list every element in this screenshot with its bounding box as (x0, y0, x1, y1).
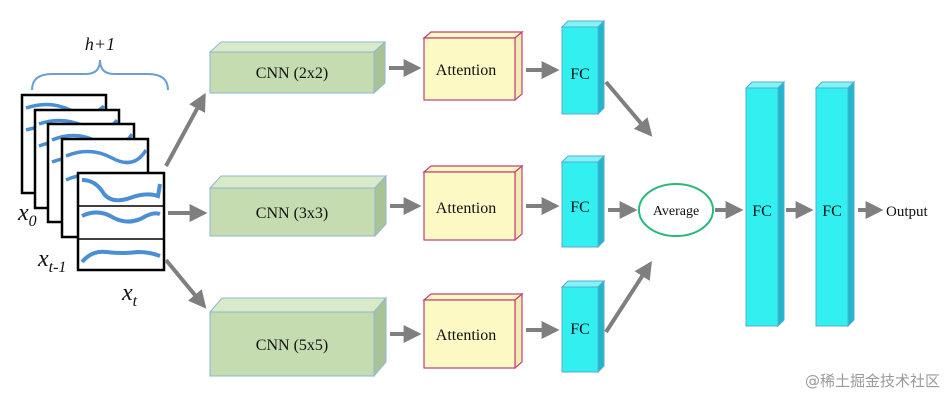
attention-label: Attention (436, 200, 496, 217)
cnn-label: CNN (5x5) (256, 337, 328, 354)
brace-label: h+1 (85, 34, 115, 54)
attention-label: Attention (436, 327, 496, 344)
attention-to-fc-arrows (526, 61, 560, 339)
cnn-label: CNN (2x2) (256, 65, 328, 82)
cnn-block-3x3: CNN (3x3) (208, 174, 388, 238)
label-xt-1: xt-1 (37, 246, 66, 276)
fc-block-branch-1: FC (560, 19, 606, 116)
fc-label: FC (822, 203, 842, 220)
fc-label: FC (570, 66, 590, 83)
fc-label: FC (570, 321, 590, 338)
cnn-to-attention-arrows (389, 59, 422, 343)
label-x0: x0 (17, 200, 37, 230)
fc-block-head-1: FC (744, 80, 786, 328)
fc-block-branch-3: FC (560, 279, 606, 374)
input-window-stack: h+1 (17, 34, 169, 310)
input-frame-front (76, 171, 166, 272)
brace (31, 59, 169, 91)
output-label: Output (886, 204, 929, 220)
cnn-block-5x5: CNN (5x5) (208, 296, 388, 378)
cnn-label: CNN (3x3) (256, 205, 328, 222)
watermark: @稀土掘金技术社区 (805, 372, 940, 390)
fc-block-branch-2: FC (560, 154, 606, 249)
fc-label: FC (752, 203, 772, 220)
attention-block-1: Attention (422, 30, 524, 102)
arrow-to-cnn-5x5 (164, 258, 207, 309)
stack-arrows (164, 92, 208, 309)
arrow (604, 80, 653, 137)
attention-block-2: Attention (422, 164, 524, 242)
fc-block-head-2: FC (814, 80, 856, 328)
average-label: Average (653, 204, 699, 219)
arrow-to-cnn-2x2 (164, 92, 206, 167)
fc-label: FC (570, 199, 590, 216)
attention-block-3: Attention (422, 292, 524, 370)
label-xt: xt (121, 280, 138, 310)
arrow (604, 260, 652, 334)
fc-to-average-arrows (604, 80, 653, 334)
cnn-block-2x2: CNN (2x2) (208, 40, 387, 95)
average-node: Average (638, 183, 714, 237)
attention-label: Attention (436, 62, 496, 79)
